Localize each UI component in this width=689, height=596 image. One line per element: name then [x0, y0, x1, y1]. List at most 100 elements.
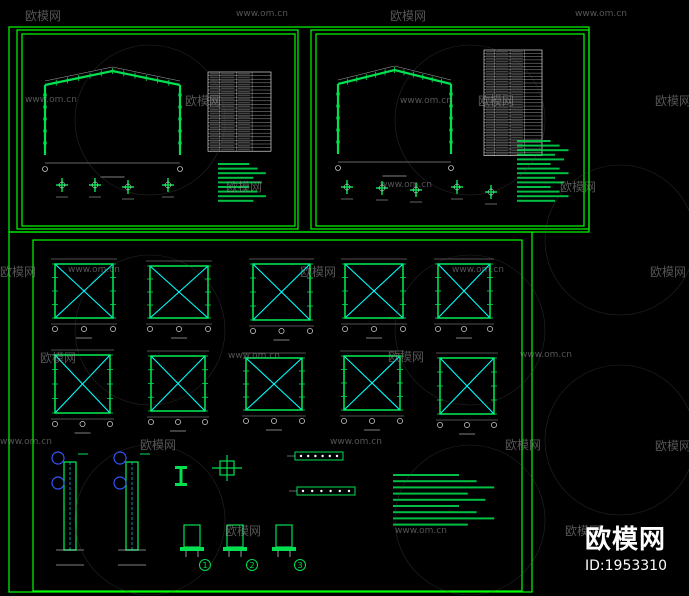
member-tables — [207, 49, 543, 156]
watermark-arc — [74, 254, 226, 406]
note-line — [218, 186, 250, 188]
table-cell-text — [210, 141, 219, 143]
column-marker — [178, 93, 182, 97]
table-cell-text — [210, 109, 219, 111]
bolt — [335, 454, 339, 458]
table-cell-text — [495, 51, 509, 53]
column-detail-1 — [51, 451, 88, 566]
table-cell-text — [511, 130, 523, 132]
table-cell-text — [237, 137, 251, 140]
table-cell-text — [486, 74, 495, 76]
table-cell-text — [511, 123, 523, 125]
table-cell-text — [210, 73, 219, 75]
axis-bubble — [52, 421, 58, 427]
detail-bolt — [412, 186, 420, 194]
watermark-arc — [74, 44, 226, 196]
table-cell-text — [220, 80, 235, 82]
table-cell-text — [495, 143, 509, 145]
table-cell-text — [486, 150, 495, 152]
rafter-dim-line — [337, 65, 452, 81]
table-cell-text — [220, 98, 235, 100]
detail-bolt — [164, 181, 172, 189]
table-cell-text — [210, 148, 219, 151]
table-cell-text — [486, 136, 495, 139]
table-cell-text — [495, 87, 509, 89]
note-line — [517, 167, 560, 170]
note-line — [218, 163, 250, 165]
purlin-body — [296, 486, 356, 496]
axis-bubble — [278, 328, 285, 334]
table-cell-text — [220, 137, 235, 140]
web — [179, 469, 183, 483]
watermark-text: www.om.cn — [380, 180, 432, 190]
table-cell-text — [511, 93, 523, 96]
table-cell-text — [486, 97, 495, 99]
column-marker — [449, 128, 453, 132]
table-cell-text — [220, 148, 235, 151]
table-cell-text — [495, 74, 509, 76]
table-cell-text — [511, 107, 523, 109]
detail-bolt — [343, 183, 351, 191]
table-cell-text — [486, 143, 495, 145]
detail-marker-label: 3 — [297, 561, 302, 570]
base-column — [183, 524, 201, 548]
table-cell-text — [511, 133, 523, 135]
node-detail-5 — [341, 180, 353, 200]
table-cell-text — [237, 141, 251, 143]
table-cell-text — [220, 101, 235, 104]
column-marker — [336, 140, 340, 144]
table-cell-text — [237, 130, 251, 133]
column-marker — [43, 141, 47, 145]
table-cell-text — [237, 109, 251, 111]
watermark-text: 欧模网 — [388, 350, 425, 364]
rafter-dim-line — [44, 66, 181, 82]
table-cell-text — [511, 100, 523, 102]
table-cell-text — [495, 126, 509, 129]
table-cell-text — [495, 54, 509, 56]
table-cell-text — [210, 134, 219, 136]
section-bubble — [51, 451, 65, 465]
axis-bubble — [205, 326, 211, 332]
table-cell-text — [210, 105, 219, 107]
watermark-text: www.om.cn — [0, 437, 52, 447]
bracing-plan-6 — [51, 349, 114, 434]
table-cell-text — [511, 51, 523, 53]
axis-bubble — [335, 165, 341, 171]
watermark-text: 欧模网 — [655, 94, 689, 108]
bracing-diagonal — [54, 354, 111, 414]
table-cell-text — [210, 123, 219, 125]
axis-bubble — [175, 419, 181, 425]
table-cell-text — [486, 100, 495, 102]
column-marker — [336, 128, 340, 132]
note-line — [218, 190, 258, 193]
watermark-text: 欧模网 — [0, 265, 37, 279]
table-cell-text — [210, 119, 219, 122]
bracing-plan-9 — [340, 350, 404, 431]
node-plate-detail — [212, 455, 242, 481]
watermark-text: 欧模网 — [25, 9, 62, 23]
column-marker — [43, 93, 47, 97]
flange — [175, 483, 187, 486]
axis-bubble — [400, 326, 406, 332]
table-cell-text — [210, 98, 219, 100]
column-marker — [178, 141, 182, 145]
table-cell-text — [495, 117, 509, 119]
table-cell-text — [495, 93, 509, 96]
table-cell-text — [495, 64, 509, 66]
table-cell-text — [486, 126, 495, 129]
column-marker — [178, 105, 182, 109]
axis-bubble — [177, 166, 183, 172]
note-line — [218, 181, 262, 184]
table-cell-text — [511, 84, 523, 86]
bolt — [299, 454, 303, 458]
brand-id: ID:1953310 — [585, 558, 667, 574]
table-cell-text — [486, 67, 495, 69]
axis-bubble — [464, 422, 470, 428]
sheet-3-outer-frame — [8, 231, 533, 593]
column-marker — [43, 117, 47, 121]
table-cell-text — [495, 110, 509, 112]
bracing-diagonal — [252, 263, 311, 321]
table-cell-text — [511, 64, 523, 66]
watermark-arc — [394, 444, 546, 596]
